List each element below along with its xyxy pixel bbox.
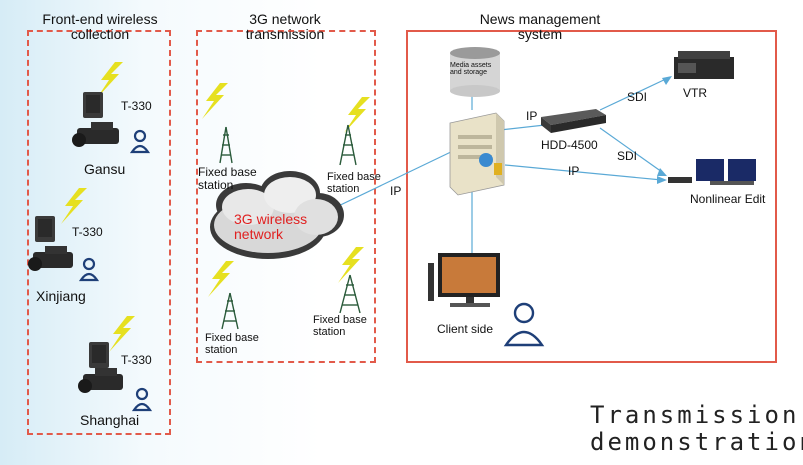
storage-label: Media assets and storage (450, 62, 492, 77)
person-icon (129, 129, 151, 154)
arrowhead-vtr (662, 76, 672, 85)
camera-icon (78, 368, 123, 393)
news-section-frame (406, 30, 777, 363)
cloud-icon (210, 171, 344, 259)
server-icon (449, 112, 505, 196)
person-icon (131, 387, 153, 412)
camera-icon (72, 122, 119, 147)
line-hdd-to-edit (599, 127, 663, 173)
vtr-deck-icon (674, 51, 734, 79)
sdi-top-label: SDI (627, 90, 648, 104)
hdd-recorder-icon (541, 109, 606, 133)
frontend-section-frame (27, 30, 171, 435)
region-label-shanghai: Shanghai (80, 412, 140, 428)
base-station-label-top-left: Fixed base station (198, 165, 257, 192)
device-label-xinjiang: T-330 (72, 225, 103, 239)
device-label-gansu: T-330 (121, 99, 152, 113)
camera-icon (28, 246, 73, 271)
arrowhead-edit-sdi (657, 168, 667, 176)
cloud-label: 3G wireless network (234, 211, 308, 242)
tower-icon (221, 292, 239, 330)
lightning-icon (109, 316, 135, 352)
server-ip-label: IP (526, 109, 538, 123)
frontend-devices (28, 62, 153, 412)
ip-mid-label: IP (568, 164, 580, 178)
tower-icon (219, 126, 233, 164)
arrowhead-edit-ip (657, 176, 667, 184)
region-label-xinjiang: Xinjiang (36, 288, 86, 304)
frontend-section-title: Front-end wireless collection (42, 11, 158, 42)
base-station-label-bottom-right: Fixed base station (313, 314, 367, 338)
sdi-mid-label: SDI (617, 149, 638, 163)
person-icon (503, 302, 545, 347)
hdd-label: HDD-4500 (541, 138, 598, 152)
person-icon (78, 257, 100, 282)
storage-cylinder-icon (450, 47, 500, 97)
network-section-frame (196, 30, 376, 363)
line-server-to-hdd (499, 124, 546, 131)
news-graphics (428, 47, 756, 347)
news-section-title: News management system (479, 11, 601, 42)
lightning-icon (208, 261, 234, 297)
lightning-icon (338, 247, 364, 283)
network-graphics (202, 83, 370, 330)
nonlinear-edit-label: Nonlinear Edit (690, 192, 766, 206)
lightning-icon (202, 83, 228, 119)
base-station-label-bottom-left: Fixed base station (205, 332, 259, 356)
lightning-icon (61, 188, 87, 224)
region-label-gansu: Gansu (84, 161, 126, 177)
tower-icon (339, 124, 357, 166)
footer-title-line1: Transmission (590, 401, 800, 429)
line-cloud-to-server (329, 149, 456, 211)
line-hdd-to-vtr (599, 77, 669, 111)
lightning-icon (97, 62, 123, 98)
lightning-icon (344, 97, 370, 133)
footer-title-line2: demonstration (590, 428, 803, 456)
base-station-label-top-right: Fixed base station (327, 171, 381, 195)
network-section-title: 3G network transmission (245, 11, 325, 42)
network-ip-label: IP (390, 184, 402, 198)
device-label-shanghai: T-330 (121, 353, 152, 367)
client-computer-icon (428, 253, 500, 307)
vtr-label: VTR (683, 86, 707, 100)
client-side-label: Client side (437, 322, 494, 336)
tower-icon (339, 274, 361, 314)
line-server-to-edit (504, 164, 663, 181)
nonlinear-edit-icon (668, 159, 756, 185)
